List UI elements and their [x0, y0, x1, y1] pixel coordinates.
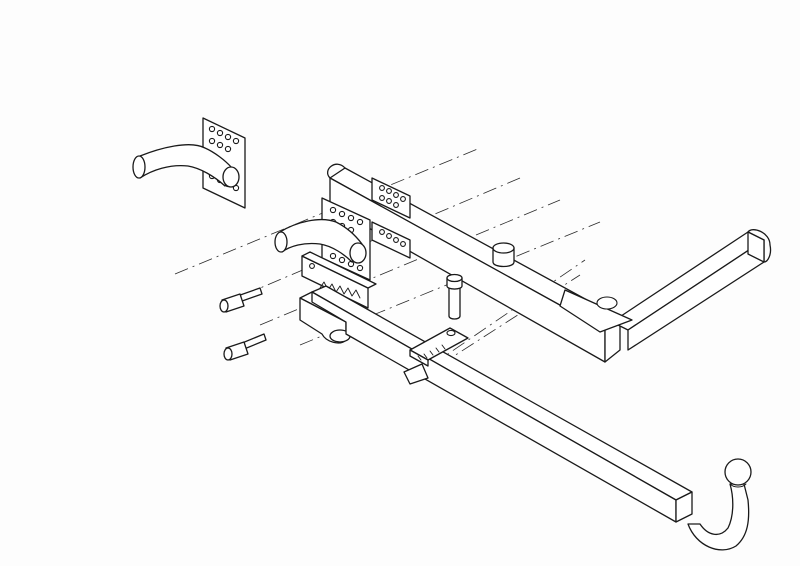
gusset-plate — [559, 289, 633, 333]
upper-left-handle — [132, 117, 246, 209]
locking-pin-upper — [219, 287, 263, 313]
middle-handle — [274, 197, 371, 281]
locking-pin-lower — [223, 333, 267, 361]
beam-bracket-plate — [371, 177, 411, 259]
beam-nut — [492, 242, 515, 268]
slider-plate — [403, 327, 469, 385]
lower-main-beam — [311, 285, 693, 523]
vertical-bolt — [446, 273, 463, 320]
tow-hook — [687, 458, 752, 551]
cross-arm — [611, 229, 772, 351]
